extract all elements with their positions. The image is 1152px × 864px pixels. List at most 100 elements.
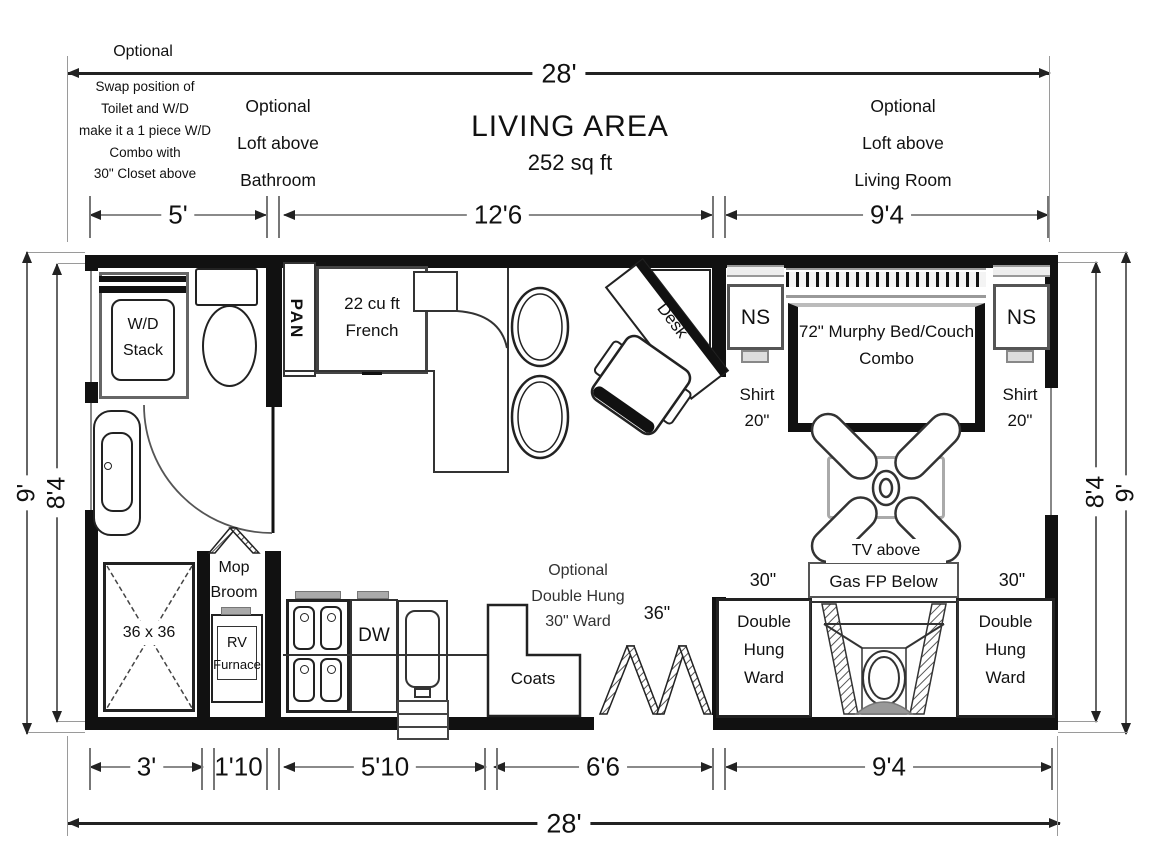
kitchen-sink-counter xyxy=(413,271,458,312)
gas-fp-label: Gas FP Below xyxy=(829,572,938,591)
nightstand-right-box xyxy=(993,284,1050,350)
dim-separator xyxy=(266,748,280,790)
bed-window-hatch xyxy=(786,268,986,300)
dishwasher-label: DW xyxy=(358,625,390,646)
range-vent xyxy=(295,591,341,599)
nightstand-right-label: NS xyxy=(1006,306,1037,329)
ward-width-left-label: 30" xyxy=(749,570,777,590)
dim-label: 9'4 xyxy=(865,751,913,783)
desk-chair xyxy=(590,334,692,436)
rv-furnace-vent xyxy=(221,607,251,615)
arrow-right-icon xyxy=(1039,68,1051,78)
double-hung-left-label: Double Hung Ward xyxy=(737,612,791,688)
counter-outline xyxy=(283,268,509,473)
nightstand-left-label: NS xyxy=(740,306,771,329)
dishwasher-vent xyxy=(357,591,389,599)
burner xyxy=(320,658,342,702)
double-hung-right-label: Double Hung Ward xyxy=(978,612,1033,688)
dim-separator xyxy=(712,196,726,238)
entry-door-width-label: 36" xyxy=(643,603,671,623)
coats-label: Coats xyxy=(510,669,556,688)
nightstand-left-tab xyxy=(741,350,769,363)
dim-separator xyxy=(266,196,280,238)
swap-note-line: Toilet and W/D xyxy=(101,100,189,116)
entry-door-opening xyxy=(594,715,713,731)
entry-french-doors xyxy=(598,645,713,715)
wd-shelf-hatch xyxy=(99,276,186,293)
dim-right-9ft: 9' xyxy=(1111,251,1141,735)
dim-label: 1'10 xyxy=(207,751,270,783)
dim-label: 6'6 xyxy=(579,751,627,783)
fridge-label: 22 cu ft French xyxy=(344,294,400,341)
fridge-handle xyxy=(362,370,382,375)
dim-top-seg-12ft6: 12'6 xyxy=(283,199,713,231)
wd-stack-unit xyxy=(111,299,175,381)
dim-left-8ft4: 8'4 xyxy=(42,263,72,723)
mop-closet-wall-right xyxy=(265,551,281,718)
bar-stool xyxy=(510,286,570,460)
nightstand-left-sill xyxy=(727,265,784,277)
dim-label: 5' xyxy=(161,199,195,231)
burner xyxy=(320,606,342,650)
mop-closet-wall-left xyxy=(197,551,210,718)
desk xyxy=(604,258,730,400)
bathtub-basin xyxy=(101,432,133,512)
rv-furnace-inner xyxy=(217,626,257,680)
bathroom-door-swing xyxy=(143,404,273,534)
wd-stack-label: W/D Stack xyxy=(122,316,163,359)
swap-note: Swap position of Toilet and W/D make it … xyxy=(64,76,226,185)
dim-separator xyxy=(201,748,215,790)
dim-label: 3' xyxy=(129,751,164,783)
extension-line xyxy=(67,736,68,836)
window-right-living xyxy=(1045,385,1058,518)
living-area-title: LIVING AREA xyxy=(471,110,669,143)
toilet-bowl xyxy=(202,305,257,387)
loft-above-living-note: Optional Loft above Living Room xyxy=(854,96,952,190)
pantry-label: PAN xyxy=(287,298,306,340)
coats-closet xyxy=(486,603,582,718)
sink-faucet xyxy=(414,688,431,698)
optional-top-note: Optional xyxy=(113,43,173,60)
shirt-left-label: Shirt 20" xyxy=(739,385,775,431)
murphy-bed xyxy=(788,303,985,432)
optional-ward-note: Optional Double Hung 30" Ward xyxy=(531,562,625,631)
loft-above-bathroom-note: Optional Loft above Bathroom xyxy=(237,96,319,190)
dim-bottom-seg-6ft6: 6'6 xyxy=(493,751,713,783)
extension-line xyxy=(67,56,68,242)
arrow-left-icon xyxy=(67,818,79,828)
arrow-left-icon xyxy=(67,68,79,78)
swap-note-line: make it a 1 piece W/D xyxy=(78,122,212,138)
nightstand-left-box xyxy=(727,284,784,350)
ward-width-right-label: 30" xyxy=(998,570,1026,590)
dim-separator xyxy=(484,748,498,790)
dim-bottom-seg-5ft10: 5'10 xyxy=(283,751,487,783)
entry-steps xyxy=(397,700,449,740)
dim-top-total: 28' xyxy=(67,58,1051,90)
dim-separator xyxy=(712,748,726,790)
burner xyxy=(293,606,315,650)
extension-line xyxy=(1057,736,1058,836)
bathtub-drain xyxy=(104,462,112,470)
extension-line xyxy=(1049,56,1050,242)
rv-furnace-label: RV Furnace xyxy=(213,635,261,673)
gas-fp-box xyxy=(808,562,959,598)
living-area-sqft: 252 sq ft xyxy=(527,150,613,175)
dim-right-8ft4: 8'4 xyxy=(1081,261,1111,723)
counter-edge xyxy=(283,654,488,656)
tv-above-label: TV above xyxy=(826,539,946,563)
fireplace xyxy=(809,600,959,716)
range xyxy=(286,599,350,713)
dim-label: 28' xyxy=(532,58,586,90)
dim-label: 28' xyxy=(537,808,591,840)
dim-label: 9'4 xyxy=(863,199,911,231)
dim-label: 5'10 xyxy=(353,751,417,783)
window-left-bath xyxy=(85,268,98,385)
murphy-bed-label: 72" Murphy Bed/Couch Combo xyxy=(798,322,975,369)
living-divider-wall xyxy=(712,255,726,377)
rv-furnace-box xyxy=(211,614,263,703)
dim-left-9ft: 9' xyxy=(12,251,42,735)
toilet-tank xyxy=(195,268,258,306)
dim-top-seg-9ft4: 9'4 xyxy=(725,199,1049,231)
swap-note-line: 30" Closet above xyxy=(93,166,197,182)
